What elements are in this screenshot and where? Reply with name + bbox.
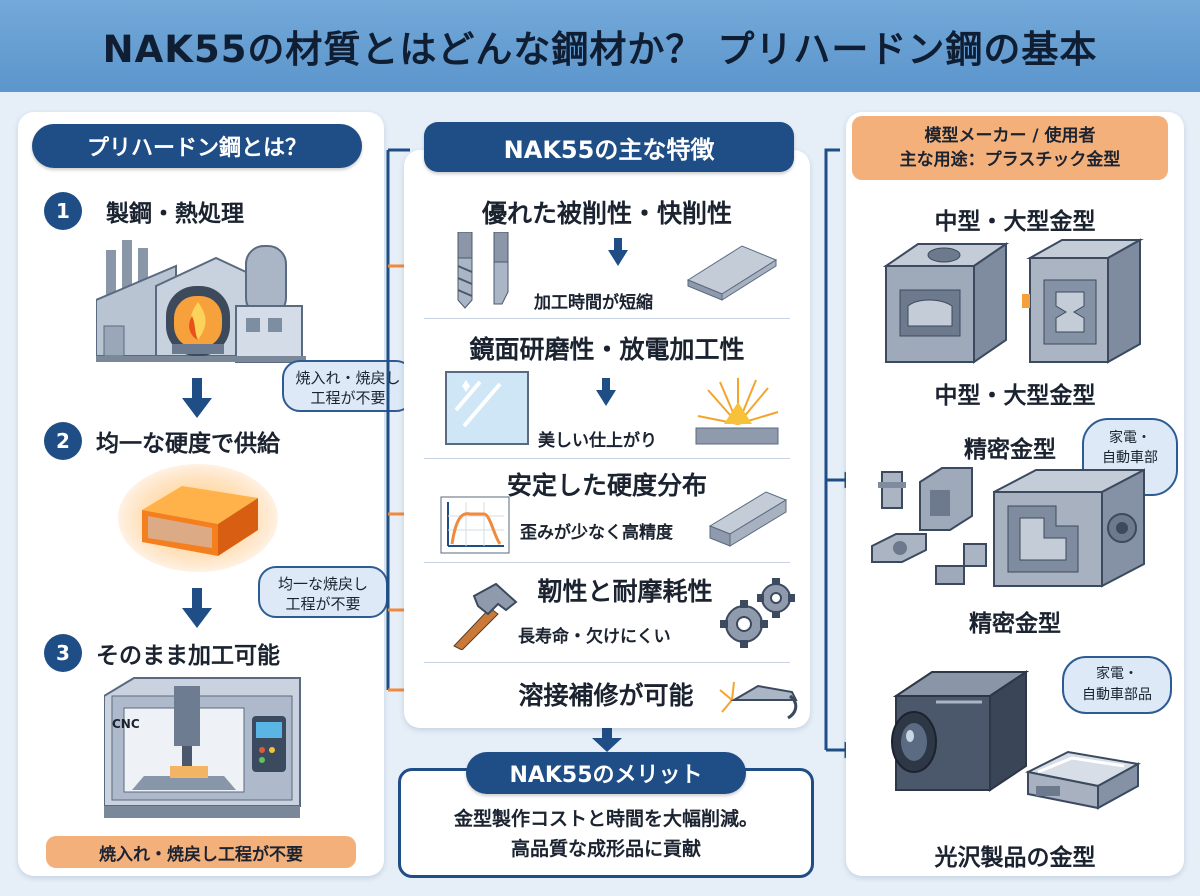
merit-line: 高品質な成形品に貢献 bbox=[510, 838, 701, 860]
end-mill-icon bbox=[457, 232, 509, 309]
steel-block-icon bbox=[118, 464, 278, 572]
feature-machinability-sub: 加工時間が短縮 bbox=[534, 293, 653, 313]
cnc-machine-icon bbox=[104, 677, 301, 818]
applications-tag-line: 模型メーカー / 使用者 bbox=[924, 126, 1096, 146]
feature-divider bbox=[424, 562, 790, 563]
feature-divider bbox=[424, 458, 790, 459]
step-label: 製鋼・熱処理 bbox=[106, 201, 244, 227]
step-1: 1 製鋼・熱処理 bbox=[44, 192, 244, 230]
arrow-down-icon bbox=[182, 588, 212, 628]
arrow-down-icon bbox=[182, 378, 212, 418]
feature-toughness-title: 靭性と耐摩耗性 bbox=[537, 577, 713, 606]
bubble-line: 工程が不要 bbox=[310, 389, 386, 407]
bubble-line: 家電・ bbox=[1096, 666, 1138, 682]
applications-tag-line: 主な用途：プラスチック金型 bbox=[899, 150, 1121, 170]
step-2: 2 均一な硬度で供給 bbox=[44, 422, 280, 460]
bubble-line: 自動車部品 bbox=[1082, 687, 1152, 703]
applications-tag: 模型メーカー / 使用者 主な用途：プラスチック金型 bbox=[852, 116, 1168, 180]
speech-bubble-automotive: 家電・ 自動車部品 bbox=[1062, 656, 1172, 714]
step-label: 均一な硬度で供給 bbox=[96, 431, 280, 457]
features-header: NAK55の主な特徴 bbox=[424, 122, 794, 172]
mold-large-caption: 中型・大型金型 bbox=[934, 383, 1096, 409]
title-bar: NAK55の材質とはどんな鋼材か？ プリハードン鋼の基本 bbox=[0, 0, 1200, 92]
features-header-text: NAK55の主な特徴 bbox=[503, 135, 715, 164]
bubble-line: 工程が不要 bbox=[285, 595, 361, 613]
feature-polishability-title: 鏡面研磨性・放電加工性 bbox=[469, 335, 745, 364]
bubble-line: 焼入れ・焼戻し bbox=[295, 369, 401, 387]
steel-bar-icon bbox=[708, 491, 788, 547]
precision-mold-icon bbox=[871, 467, 1145, 588]
steel-plate-icon bbox=[686, 245, 778, 301]
step-number: 1 bbox=[44, 192, 82, 230]
bubble-line: 自動車部 bbox=[1102, 450, 1158, 466]
step-number: 3 bbox=[44, 634, 82, 672]
glossy-product-icon bbox=[891, 670, 1141, 810]
feature-hardness-sub: 歪みが少なく高精度 bbox=[520, 523, 673, 543]
feature-toughness-sub: 長寿命・欠けにくい bbox=[518, 627, 671, 647]
feature-hardness-title: 安定した硬度分布 bbox=[506, 471, 707, 500]
mold-large-title: 中型・大型金型 bbox=[934, 209, 1096, 235]
mold-precision-title: 精密金型 bbox=[964, 437, 1056, 463]
mold-glossy-caption: 光沢製品の金型 bbox=[934, 845, 1096, 871]
step-number: 2 bbox=[44, 422, 82, 460]
feature-welding-title: 溶接補修が可能 bbox=[518, 681, 694, 710]
gear-icon bbox=[720, 578, 795, 648]
merit-line: 金型製作コストと時間を大幅削減。 bbox=[453, 808, 758, 830]
left-header-text: プリハードン鋼とは？ bbox=[86, 136, 307, 161]
feature-polishability-sub: 美しい仕上がり bbox=[538, 431, 657, 451]
arrow-down-icon bbox=[608, 238, 628, 266]
hammer-icon bbox=[453, 582, 518, 650]
spark-icon bbox=[695, 378, 779, 445]
merit-header: NAK55のメリット bbox=[466, 752, 746, 794]
no-hardening-tag: 焼入れ・焼戻し工程が不要 bbox=[46, 836, 356, 868]
page-title: NAK55の材質とはどんな鋼材か？ プリハードン鋼の基本 bbox=[102, 28, 1098, 71]
welding-torch-icon bbox=[719, 681, 798, 720]
hardness-graph-icon bbox=[440, 496, 510, 554]
step-3: 3 そのまま加工可能 bbox=[44, 634, 280, 672]
arrow-down-icon bbox=[596, 378, 616, 406]
feature-divider bbox=[424, 318, 790, 319]
feature-divider bbox=[424, 662, 790, 663]
bubble-line: 均一な焼戻し bbox=[277, 575, 368, 593]
cnc-label: CNC bbox=[112, 717, 140, 731]
mirror-icon bbox=[445, 371, 529, 445]
large-mold-icon bbox=[882, 238, 1144, 364]
factory-icon bbox=[96, 240, 306, 363]
merit-header-text: NAK55のメリット bbox=[509, 763, 703, 788]
left-header: プリハードン鋼とは？ bbox=[32, 124, 362, 168]
merit-text: 金型製作コストと時間を大幅削減。 高品質な成形品に貢献 bbox=[398, 804, 814, 864]
mold-precision-caption: 精密金型 bbox=[969, 611, 1061, 637]
feature-machinability-title: 優れた被削性・快削性 bbox=[481, 199, 732, 228]
no-hardening-tag-text: 焼入れ・焼戻し工程が不要 bbox=[99, 844, 303, 865]
bubble-line: 家電・ bbox=[1109, 430, 1151, 446]
step-label: そのまま加工可能 bbox=[96, 643, 280, 669]
speech-bubble-hardening: 焼入れ・焼戻し 工程が不要 bbox=[282, 360, 414, 412]
